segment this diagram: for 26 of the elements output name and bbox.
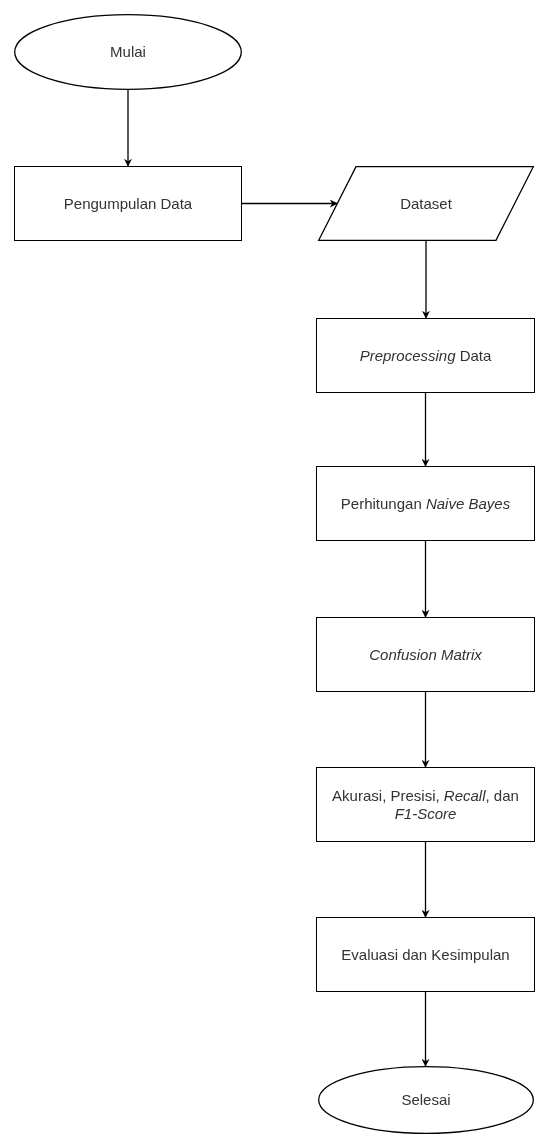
data-parallelogram bbox=[318, 166, 534, 241]
arrow bbox=[421, 540, 430, 618]
arrow bbox=[124, 89, 132, 167]
process-box bbox=[316, 917, 535, 992]
arrow bbox=[421, 392, 430, 467]
node-label: Mulai bbox=[110, 43, 146, 61]
node-label: Pengumpulan Data bbox=[63, 194, 193, 213]
terminator-ellipse bbox=[14, 14, 242, 90]
node-label: Akurasi, Presisi, Recall, dan F1-Score bbox=[331, 786, 520, 823]
arrow bbox=[421, 841, 430, 918]
process-box bbox=[316, 767, 535, 842]
node-label: Selesai bbox=[401, 1091, 451, 1109]
node-label: Perhitungan Naive Bayes bbox=[340, 494, 511, 513]
process-box bbox=[316, 318, 535, 393]
process-box bbox=[14, 166, 242, 241]
arrow bbox=[241, 199, 338, 208]
node-label: Dataset bbox=[400, 194, 452, 213]
process-box bbox=[316, 466, 535, 541]
node-label: Confusion Matrix bbox=[369, 645, 482, 664]
arrow bbox=[421, 691, 430, 768]
arrow bbox=[422, 240, 430, 319]
node-label: Preprocessing Data bbox=[359, 346, 492, 365]
terminator-ellipse bbox=[318, 1066, 534, 1134]
process-box bbox=[316, 617, 535, 692]
arrow bbox=[421, 991, 430, 1067]
node-label: Evaluasi dan Kesimpulan bbox=[341, 945, 510, 964]
